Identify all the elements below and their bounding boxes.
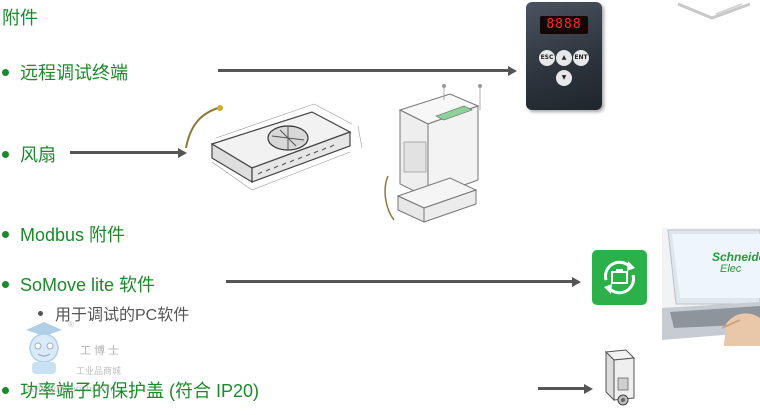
laptop-image: Schneider Elec bbox=[662, 228, 760, 346]
bullet-label: Modbus 附件 bbox=[20, 225, 126, 245]
remote-keypad-image: 8888 ESC ▲ ENT ▼ bbox=[526, 2, 602, 110]
bullet-dot bbox=[2, 68, 9, 76]
sub-bullet-label: 用于调试的PC软件 bbox=[55, 307, 190, 324]
laptop-brand-text: Schneider bbox=[712, 250, 760, 264]
keypad-up-key: ▲ bbox=[556, 50, 572, 66]
watermark-reg-mark: ® bbox=[68, 320, 74, 329]
bullet-label: 功率端子的保护盖 (符合 IP20) bbox=[20, 381, 260, 401]
watermark-logo: ® 工博士 工业品商城 www.gongboshi.com bbox=[18, 320, 168, 410]
bullet-label: SoMove lite 软件 bbox=[20, 275, 156, 295]
keypad-display: 8888 bbox=[540, 16, 588, 34]
bullet-label: 远程调试终端 bbox=[20, 63, 128, 83]
watermark-name: 工博士 bbox=[80, 345, 122, 357]
watermark-subtitle: 工业品商城 bbox=[76, 366, 122, 376]
sub-bullet-dot bbox=[38, 310, 43, 316]
arrow-somove bbox=[226, 280, 572, 283]
arrow-remote-terminal bbox=[218, 69, 508, 72]
sketch-corner-icon bbox=[677, 2, 751, 20]
drive-with-fan-drawing bbox=[384, 84, 482, 223]
bullet-dot bbox=[2, 150, 9, 158]
bullet-dot bbox=[2, 280, 9, 288]
keypad-esc-key: ESC bbox=[539, 50, 555, 66]
terminal-cover-image bbox=[598, 348, 642, 410]
page-title: 附件 bbox=[2, 8, 38, 28]
bullet-terminal-cover: 功率端子的保护盖 (符合 IP20) bbox=[2, 377, 259, 403]
arrow-head-icon bbox=[508, 66, 517, 76]
bullet-dot bbox=[2, 386, 9, 394]
keypad-ent-key: ENT bbox=[573, 50, 589, 66]
bullet-label: 风扇 bbox=[20, 145, 56, 165]
arrow-head-icon bbox=[178, 148, 187, 158]
bullet-modbus: Modbus 附件 bbox=[2, 221, 125, 247]
fan-technical-drawing bbox=[185, 103, 363, 191]
sub-bullet-somove: 用于调试的PC软件 bbox=[38, 301, 189, 325]
somove-app-icon bbox=[592, 250, 647, 305]
bullet-remote-terminal: 远程调试终端 bbox=[2, 59, 128, 85]
keypad-down-key: ▼ bbox=[556, 70, 572, 86]
arrow-head-icon bbox=[572, 277, 581, 287]
watermark-url: www.gongboshi.com bbox=[24, 384, 116, 395]
laptop-brand-sub-text: Elec bbox=[720, 263, 742, 275]
mascot-icon bbox=[26, 322, 62, 374]
bullet-somove: SoMove lite 软件 bbox=[2, 271, 155, 297]
arrow-fan bbox=[70, 151, 178, 154]
arrow-terminal-cover bbox=[538, 387, 584, 390]
arrow-head-icon bbox=[584, 384, 593, 394]
bullet-dot bbox=[2, 230, 9, 238]
bullet-fan: 风扇 bbox=[2, 141, 56, 167]
